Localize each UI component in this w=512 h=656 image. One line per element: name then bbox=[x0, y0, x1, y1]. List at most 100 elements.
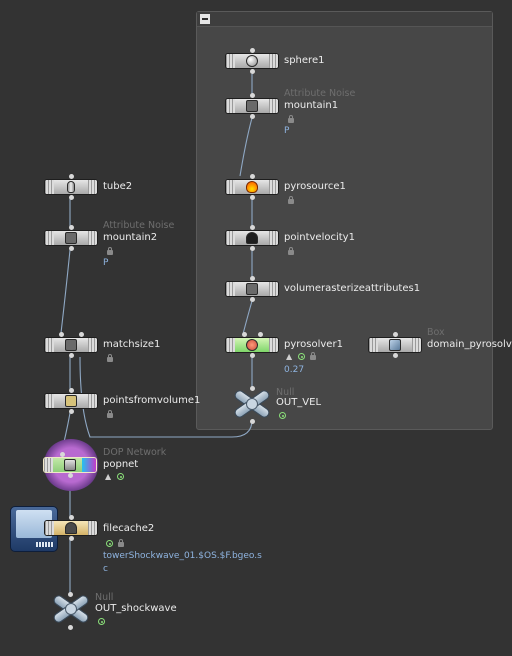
null-icon bbox=[65, 603, 77, 615]
wire-mountain2-matchsize1 bbox=[60, 249, 71, 334]
node-label-pointsfromvolume1[interactable]: pointsfromvolume1 bbox=[103, 395, 201, 406]
node-label-pyrosource1[interactable]: pyrosource1 bbox=[284, 181, 346, 192]
input-port[interactable] bbox=[69, 225, 74, 230]
node-filecache2[interactable] bbox=[44, 515, 98, 541]
node-parm-filecache2-path: towerShockwave_01.$OS.$F.bgeo.s bbox=[103, 551, 262, 561]
node-parm-mountain1: P bbox=[284, 126, 290, 136]
input-port[interactable] bbox=[69, 388, 74, 393]
node-sphere1[interactable] bbox=[225, 48, 279, 74]
input-port[interactable] bbox=[393, 332, 398, 337]
output-port[interactable] bbox=[250, 69, 255, 74]
output-port[interactable] bbox=[69, 536, 74, 541]
solver-icon bbox=[246, 339, 258, 351]
node-mountain2[interactable] bbox=[44, 225, 98, 251]
node-mountain1[interactable] bbox=[225, 93, 279, 119]
lock-icon bbox=[107, 354, 113, 362]
node-type-domain: Box bbox=[427, 327, 445, 338]
input-port[interactable] bbox=[242, 332, 247, 337]
fire-icon bbox=[246, 181, 258, 193]
output-port[interactable] bbox=[68, 625, 73, 630]
lock-icon bbox=[288, 247, 294, 255]
display-flag-icon bbox=[98, 618, 105, 625]
output-port[interactable] bbox=[69, 409, 74, 414]
node-type-outshockwave: Null bbox=[95, 592, 114, 603]
node-label-pyrosolver1[interactable]: pyrosolver1 bbox=[284, 339, 343, 350]
bypass-icon: ▲ bbox=[105, 472, 112, 481]
node-label-volumerasterizeattributes1[interactable]: volumerasterizeattributes1 bbox=[284, 283, 421, 294]
points-icon bbox=[65, 395, 77, 407]
output-port[interactable] bbox=[69, 246, 74, 251]
input-port[interactable] bbox=[250, 93, 255, 98]
network-box[interactable] bbox=[196, 11, 493, 430]
node-pointsfromvolume1[interactable] bbox=[44, 388, 98, 414]
output-port[interactable] bbox=[250, 195, 255, 200]
node-label-matchsize1[interactable]: matchsize1 bbox=[103, 339, 161, 350]
output-port[interactable] bbox=[68, 473, 73, 478]
node-label-tube2[interactable]: tube2 bbox=[103, 181, 133, 192]
minus-icon[interactable] bbox=[200, 14, 210, 24]
display-flag-icon bbox=[106, 540, 113, 547]
input-port[interactable] bbox=[250, 276, 255, 281]
node-type-mountain2: Attribute Noise bbox=[103, 220, 175, 231]
wire-volumeraster-pyrosolver1 bbox=[242, 300, 253, 335]
disk-slots bbox=[36, 542, 54, 547]
cube-icon bbox=[389, 339, 401, 351]
node-out-shockwave[interactable] bbox=[51, 593, 91, 625]
node-label-mountain1[interactable]: mountain1 bbox=[284, 100, 339, 111]
wire-outvel-matchsize1 bbox=[79, 356, 253, 438]
input-port[interactable] bbox=[258, 332, 263, 337]
node-volumerasterizeattributes1[interactable] bbox=[225, 276, 279, 302]
output-port[interactable] bbox=[250, 353, 255, 358]
cache-icon bbox=[65, 522, 77, 534]
input-port[interactable] bbox=[250, 48, 255, 53]
node-label-filecache2[interactable]: filecache2 bbox=[103, 523, 155, 534]
node-label-mountain2[interactable]: mountain2 bbox=[103, 232, 158, 243]
input-port[interactable] bbox=[250, 225, 255, 230]
node-type-popnet: DOP Network bbox=[103, 447, 167, 458]
output-port[interactable] bbox=[69, 195, 74, 200]
input-port[interactable] bbox=[69, 515, 74, 520]
output-port[interactable] bbox=[250, 297, 255, 302]
bypass-icon: ▲ bbox=[286, 352, 293, 361]
input-port[interactable] bbox=[250, 386, 255, 391]
node-label-pointvelocity1[interactable]: pointvelocity1 bbox=[284, 232, 355, 243]
gauge-icon bbox=[246, 232, 258, 244]
input-port[interactable] bbox=[68, 592, 73, 597]
node-pyrosolver1[interactable] bbox=[225, 332, 279, 358]
output-port[interactable] bbox=[69, 353, 74, 358]
node-tube2[interactable] bbox=[44, 174, 98, 200]
node-domain-pyrosolver[interactable] bbox=[368, 332, 422, 358]
grid-icon bbox=[246, 100, 258, 112]
input-port[interactable] bbox=[59, 332, 64, 337]
node-out-vel[interactable] bbox=[232, 388, 272, 420]
node-matchsize1[interactable] bbox=[44, 332, 98, 358]
wire-mountain1-pyrosource1 bbox=[239, 117, 253, 177]
output-port[interactable] bbox=[393, 353, 398, 358]
display-flag-icon bbox=[298, 353, 305, 360]
node-label-outvel[interactable]: OUT_VEL bbox=[276, 397, 322, 408]
node-parm-mountain2: P bbox=[103, 258, 109, 268]
output-port[interactable] bbox=[250, 419, 255, 424]
sphere-icon bbox=[246, 55, 258, 67]
network-box-titlebar[interactable] bbox=[197, 12, 492, 27]
input-port[interactable] bbox=[250, 174, 255, 179]
grid-icon bbox=[65, 232, 77, 244]
output-port[interactable] bbox=[250, 114, 255, 119]
node-parm-pyrosolver1: 0.27 bbox=[284, 365, 305, 375]
input-port[interactable] bbox=[79, 332, 84, 337]
node-label-outshockwave[interactable]: OUT_shockwave bbox=[95, 603, 177, 614]
node-label-domain-pyrosolver[interactable]: domain_pyrosolv bbox=[427, 339, 512, 350]
gear-icon bbox=[246, 283, 258, 295]
node-label-popnet[interactable]: popnet bbox=[103, 459, 139, 470]
input-port[interactable] bbox=[69, 174, 74, 179]
matchsize-icon bbox=[65, 339, 77, 351]
output-port[interactable] bbox=[250, 246, 255, 251]
tube-icon bbox=[67, 181, 75, 193]
node-popnet[interactable] bbox=[43, 452, 97, 478]
lock-icon bbox=[107, 247, 113, 255]
node-label-sphere1[interactable]: sphere1 bbox=[284, 55, 325, 66]
node-pointvelocity1[interactable] bbox=[225, 225, 279, 251]
input-port[interactable] bbox=[60, 452, 65, 457]
node-pyrosource1[interactable] bbox=[225, 174, 279, 200]
display-flag-icon bbox=[279, 412, 286, 419]
